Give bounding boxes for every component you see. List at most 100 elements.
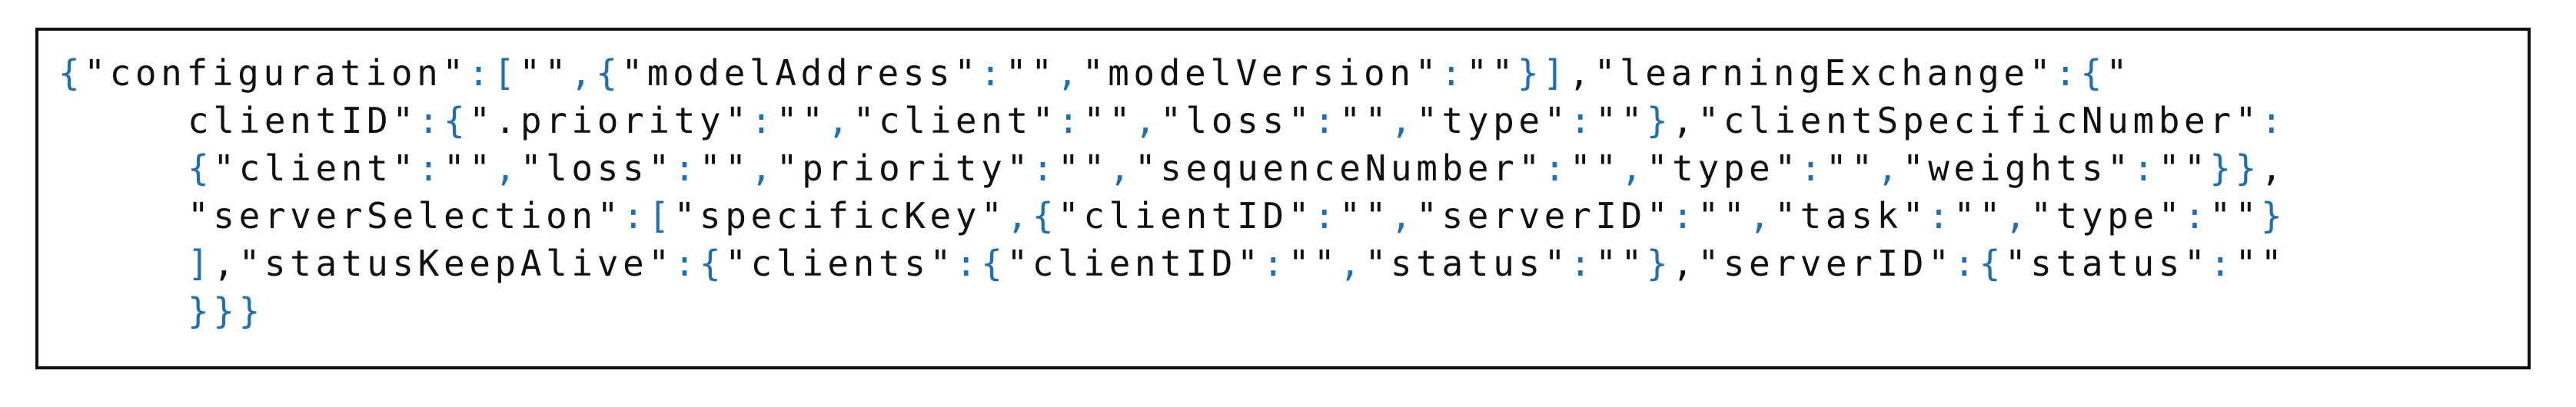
code-punctuation: , [1339,243,1365,284]
code-string: "" [1339,195,1391,237]
code-line: "serverSelection":["specificKey",{"clien… [58,192,2286,240]
code-punctuation: : [417,147,444,189]
code-punctuation: :[ [467,52,520,94]
code-string: "modelVersion" [1082,52,1441,94]
code-string: , [1672,100,1698,141]
code-string: "specificKey" [673,195,1007,237]
code-punctuation: } [1646,100,1673,141]
code-string: "configuration" [84,52,468,94]
code-string: , [1672,243,1698,284]
code-string: "type" [1416,100,1570,141]
code-punctuation: : [1928,195,1954,237]
code-punctuation: :{ [2055,52,2106,94]
code-punctuation: , [494,147,520,189]
code-punctuation: : [1440,52,1467,94]
code-string: "" [1595,243,1647,284]
code-string: "sequenceNumber" [1134,147,1544,189]
code-punctuation: }}} [188,290,264,332]
code-line: }}} [58,287,2286,335]
code-punctuation: , [1390,100,1417,141]
code-punctuation: , [1109,147,1135,189]
code-string: "task" [1774,195,1929,237]
code-string: "statusKeepAlive" [238,243,674,284]
code-string: , [213,243,239,284]
code-string: ".priority" [469,100,751,141]
code-punctuation: }] [1517,52,1569,94]
code-string: "clients" [725,243,956,284]
code-string: "priority" [776,147,1032,189]
code-string: "serverSelection" [188,195,623,237]
code-punctuation: : [1032,147,1059,189]
code-punctuation: : [1569,243,1596,284]
code-punctuation: , [1056,52,1082,94]
code-punctuation: } [1646,243,1673,284]
code-string: , [1568,52,1594,94]
code-string: "" [2235,243,2287,284]
code-line: clientID":{".priority":"","client":"","l… [58,97,2286,144]
code-punctuation: , [750,147,776,189]
code-punctuation: , [1749,195,1775,237]
code-punctuation: { [58,52,85,94]
code-string: "status" [2004,243,2210,284]
code-string: "clientID" [1006,243,1263,284]
code-punctuation: : [1544,147,1570,189]
code-punctuation: : [1262,243,1288,284]
code-punctuation: ,{ [1006,195,1059,237]
code-string: "" [1595,100,1647,141]
code-punctuation: : [1058,100,1084,141]
code-string: "loss" [1160,100,1315,141]
code-string: "weights" [1902,147,2133,189]
code-string: "clientID" [1058,195,1314,237]
code-string: "" [699,147,751,189]
code-line: {"configuration":["",{"modelAddress":"",… [58,49,2286,97]
code-string: "" [1339,100,1391,141]
code-punctuation: , [1620,147,1647,189]
code-punctuation: : [1569,100,1596,141]
code-punctuation: , [827,100,853,141]
code-punctuation: :[ [623,195,674,237]
code-string: "status" [1364,243,1570,284]
code-punctuation: }} [2209,147,2261,189]
code-string: clientID" [188,100,418,141]
code-punctuation: ,{ [570,52,622,94]
code-string: "" [1005,52,1057,94]
code-string: "client" [853,100,1059,141]
code-string: "" [2158,147,2210,189]
code-string: "" [1083,100,1135,141]
code-punctuation: :{ [673,243,726,284]
code-listing-frame: {"configuration":["",{"modelAddress":"",… [35,28,2531,369]
code-string: "" [1288,243,1340,284]
code-punctuation: :{ [417,100,470,141]
code-punctuation: : [2260,100,2287,141]
code-punctuation: : [1314,100,1340,141]
code-string: "learningExchange" [1594,52,2056,94]
code-line: {"client":"","loss":"","priority":"","se… [58,144,2286,192]
code-punctuation: : [2184,195,2210,237]
code-punctuation: :{ [1953,243,2005,284]
code-punctuation: , [1876,147,1903,189]
code-string: "type" [2030,195,2185,237]
code-string: "" [1058,147,1109,189]
code-string: "" [1569,147,1621,189]
code-line: ],"statusKeepAlive":{"clients":{"clientI… [58,240,2286,287]
code-string: "" [1697,195,1750,237]
code-punctuation: :{ [955,243,1007,284]
code-block: {"configuration":["",{"modelAddress":"",… [58,49,2286,335]
code-string: "" [776,100,828,141]
code-string: "" [1825,147,1877,189]
code-punctuation: ] [188,243,214,284]
code-string: "serverID" [1416,195,1673,237]
code-punctuation: , [1390,195,1417,237]
code-punctuation: : [979,52,1005,94]
code-string: "type" [1646,147,1800,189]
code-string: , [2260,147,2287,189]
code-punctuation: } [2260,195,2287,237]
code-string: " [2106,52,2132,94]
code-string: "modelAddress" [621,52,980,94]
code-punctuation: { [188,147,214,189]
code-punctuation: : [1313,195,1340,237]
code-punctuation: : [1800,147,1826,189]
code-punctuation: : [1672,195,1698,237]
code-string: "" [1953,195,2005,237]
code-punctuation: , [2004,195,2031,237]
